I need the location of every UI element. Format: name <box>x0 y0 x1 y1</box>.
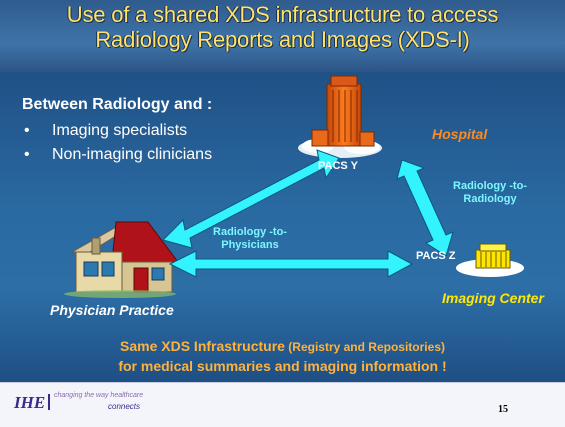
rad-to-rad-label: Radiology -to- Radiology <box>438 180 542 206</box>
rad-to-rad-line-1: Radiology -to- <box>453 180 527 192</box>
footer <box>0 382 565 427</box>
bullet-text: Non-imaging clinicians <box>52 146 213 163</box>
bullet-text: Imaging specialists <box>52 122 188 139</box>
hospital-label: Hospital <box>432 126 488 142</box>
ihe-logo: IHE <box>14 393 46 412</box>
page-number: 15 <box>498 404 508 415</box>
logo-divider <box>48 394 158 410</box>
arrow-physician-hospital <box>162 149 340 249</box>
pacs-y-label: PACS Y <box>318 160 358 172</box>
content-band <box>0 72 565 382</box>
logo-tagline-top: changing the way healthcare <box>54 392 144 399</box>
hospital-building-icon <box>298 75 382 158</box>
logo-tagline-bottom: connects <box>108 402 141 411</box>
bottom-line-1-paren: (Registry and Repositories) <box>284 340 445 354</box>
title-band <box>0 0 565 72</box>
title-line-1: Use of a shared XDS infrastructure to ac… <box>66 2 499 27</box>
bullet-marker: • <box>24 146 30 163</box>
bottom-line-1: Same XDS Infrastructure (Registry and Re… <box>0 338 565 354</box>
rad-to-phys-line-2: Physicians <box>221 239 279 251</box>
slide-title: Use of a shared XDS infrastructure to ac… <box>0 2 565 52</box>
physician-practice-label: Physician Practice <box>50 302 174 318</box>
bottom-line-1-main: Same XDS Infrastructure <box>120 338 285 354</box>
bottom-line-2: for medical summaries and imaging inform… <box>118 358 447 374</box>
bullet-item: • Imaging specialists <box>24 122 187 140</box>
imaging-center-label: Imaging Center <box>442 290 544 306</box>
arrow-hospital-imaging <box>396 159 454 257</box>
bullet-marker: • <box>24 122 30 139</box>
imaging-center-building-icon <box>456 243 524 277</box>
house-icon <box>64 221 179 298</box>
arrow-physician-imaging <box>168 250 414 278</box>
title-line-2: Radiology Reports and Images (XDS-I) <box>95 27 470 52</box>
rad-to-phys-label: Radiology -to- Physicians <box>202 226 298 252</box>
heading: Between Radiology and : <box>22 96 213 113</box>
rad-to-phys-line-1: Radiology -to- <box>213 226 287 238</box>
pacs-z-label: PACS Z <box>416 250 456 262</box>
rad-to-rad-line-2: Radiology <box>463 193 517 205</box>
bullet-item: • Non-imaging clinicians <box>24 146 212 164</box>
